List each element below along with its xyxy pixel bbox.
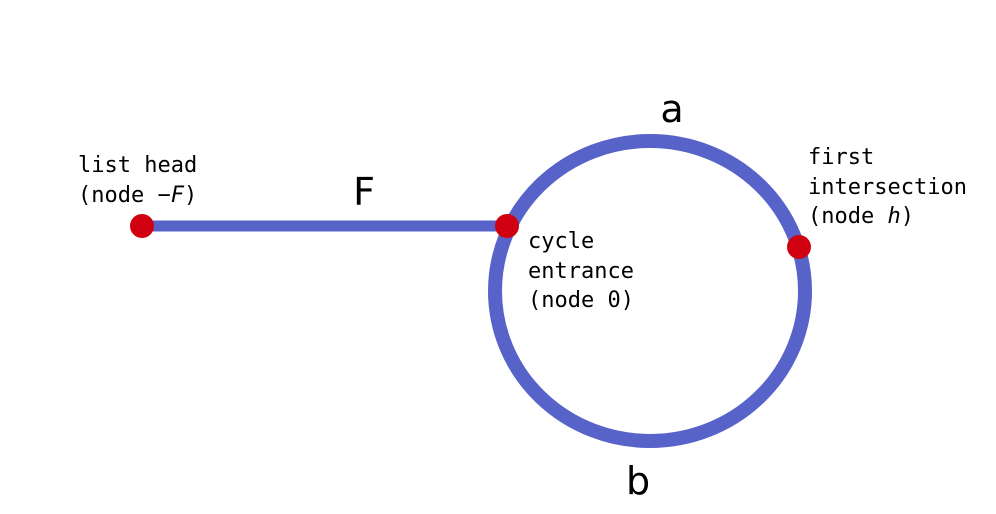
first-intersection-line3-suffix: ) [901,204,914,229]
first-intersection-line3-prefix: (node [808,204,887,229]
first-intersection-line2: intersection [808,175,967,200]
label-cycle-entrance: cycle entrance (node 0) [528,229,647,313]
label-arc-a: a [660,87,683,131]
cycle-loop [488,134,812,448]
first-intersection-line1: first [808,145,874,170]
label-first-intersection: first intersection (node h) [808,145,980,229]
node-list-head [130,214,154,238]
label-list-head: list head (node −F) [78,153,210,208]
node-first-intersection [787,235,811,259]
first-intersection-line3-var: h [887,204,900,229]
list-head-line1: list head [78,153,197,178]
cycle-entrance-line2: entrance [528,259,634,284]
label-arc-b: b [626,459,650,503]
cycle-entrance-line3: (node 0) [528,288,634,313]
list-head-line2-var: −F [157,183,184,208]
cycle-entrance-line1: cycle [528,229,594,254]
list-head-line2-prefix: (node [78,183,157,208]
node-cycle-entrance [495,214,519,238]
label-tail-F: F [353,170,375,214]
list-head-line2-suffix: ) [184,183,197,208]
